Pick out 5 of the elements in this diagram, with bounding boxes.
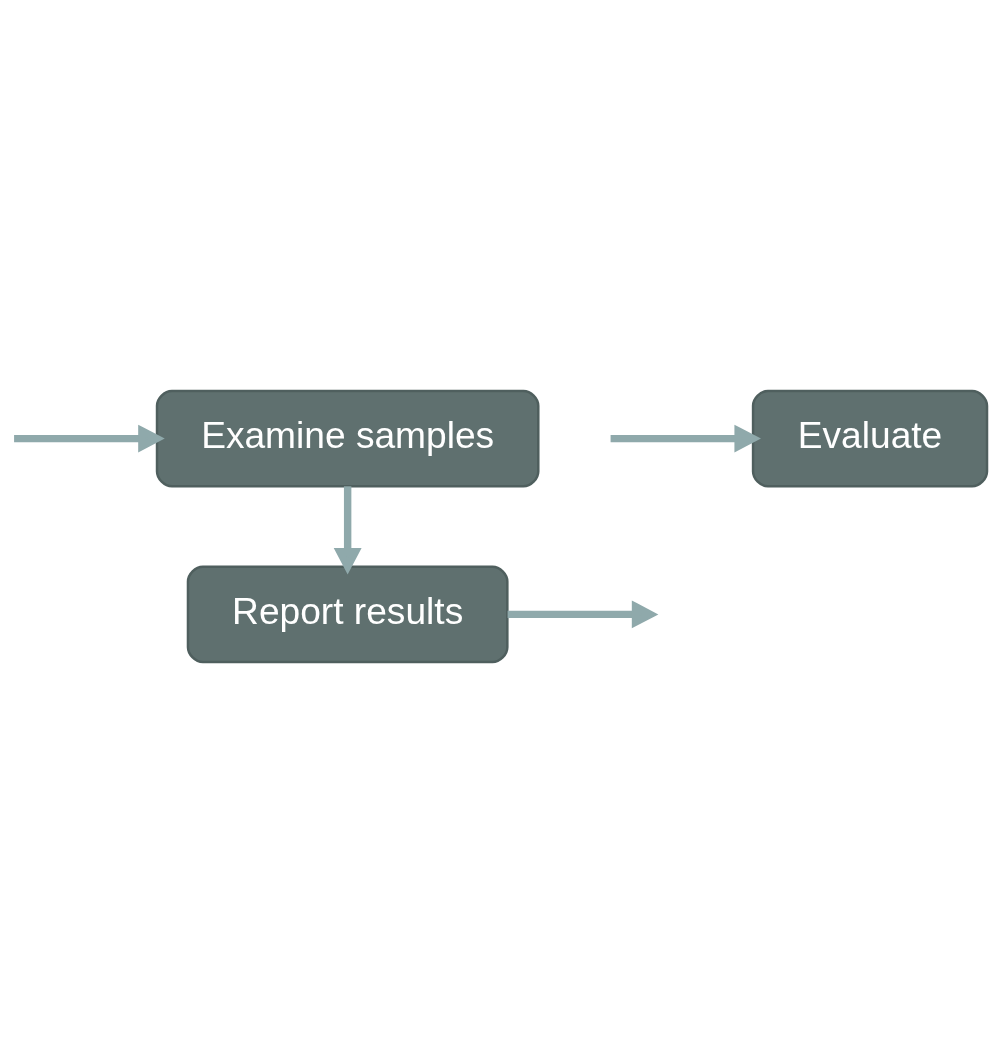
node-box: Report results [186,565,509,663]
arrow [333,485,362,575]
node-box: Examine samples [155,389,540,487]
arrow [507,599,659,628]
node-box: Evaluate [751,389,989,487]
